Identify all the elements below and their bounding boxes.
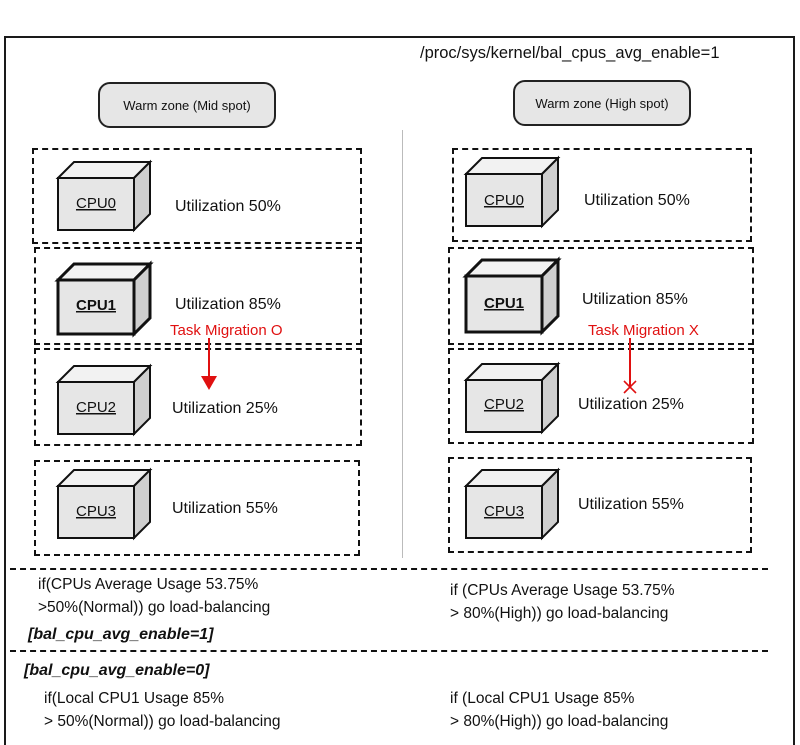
right-cpu1-box [448, 247, 754, 345]
left-avg-condition-line2: >50%(Normal)) go load-balancing [38, 599, 271, 616]
separator-top [10, 568, 768, 570]
right-blocked-migration [623, 338, 637, 394]
left-migration-label: Task Migration O [170, 322, 283, 339]
right-local-condition-line2: > 80%(High)) go load-balancing [450, 713, 669, 730]
right-cpu3-box [448, 457, 752, 553]
left-cpu1-utilization: Utilization 85% [175, 296, 281, 313]
right-cpu1-label: CPU1 [484, 295, 524, 312]
left-cpu1-label: CPU1 [76, 297, 116, 314]
left-cpu2-box [34, 348, 362, 446]
right-cpu2-label: CPU2 [484, 396, 524, 413]
right-migration-label: Task Migration X [588, 322, 699, 339]
right-cpu0-box [452, 148, 752, 242]
right-avg-condition-line1: if (CPUs Average Usage 53.75% [450, 582, 675, 599]
right-cpu3-label: CPU3 [484, 503, 524, 520]
flag-disabled-label: [bal_cpu_avg_enable=0] [24, 662, 210, 679]
left-cpu0-label: CPU0 [76, 195, 116, 212]
flag-enabled-label: [bal_cpu_avg_enable=1] [28, 626, 214, 643]
right-cpu0-chip: CPU0 [463, 155, 561, 229]
left-local-condition-line1: if(Local CPU1 Usage 85% [44, 690, 225, 707]
left-cpu3-label: CPU3 [76, 503, 116, 520]
left-cpu0-utilization: Utilization 50% [175, 198, 281, 215]
right-cpu0-label: CPU0 [484, 192, 524, 209]
right-cpu2-utilization: Utilization 25% [578, 396, 684, 413]
separator-mid [10, 650, 768, 652]
left-cpu3-utilization: Utilization 55% [172, 500, 278, 517]
left-cpu1-box [34, 247, 362, 345]
left-cpu3-box [34, 460, 360, 556]
left-cpu0-chip: CPU0 [55, 159, 153, 233]
right-cpu1-chip: CPU1 [462, 256, 562, 336]
left-migration-arrow [201, 338, 217, 390]
right-cpu0-utilization: Utilization 50% [584, 192, 690, 209]
left-cpu0-box [32, 148, 362, 244]
right-cpu3-utilization: Utilization 55% [578, 496, 684, 513]
left-cpu1-chip: CPU1 [54, 260, 154, 338]
right-cpu2-chip: CPU2 [463, 361, 561, 435]
left-local-condition-line2: > 50%(Normal)) go load-balancing [44, 713, 281, 730]
right-local-condition-line1: if (Local CPU1 Usage 85% [450, 690, 635, 707]
right-cpu2-box [448, 348, 754, 444]
center-divider [402, 130, 403, 558]
left-cpu2-utilization: Utilization 25% [172, 400, 278, 417]
right-avg-condition-line2: > 80%(High)) go load-balancing [450, 605, 669, 622]
right-cpu1-utilization: Utilization 85% [582, 291, 688, 308]
right-zone-label: Warm zone (High spot) [513, 80, 691, 126]
right-cpu3-chip: CPU3 [463, 467, 561, 541]
diagram-frame [4, 36, 795, 745]
left-cpu2-label: CPU2 [76, 399, 116, 416]
config-path: /proc/sys/kernel/bal_cpus_avg_enable=1 [420, 44, 720, 62]
left-avg-condition-line1: if(CPUs Average Usage 53.75% [38, 576, 259, 593]
left-cpu3-chip: CPU3 [55, 467, 153, 541]
left-zone-label: Warm zone (Mid spot) [98, 82, 276, 128]
left-cpu2-chip: CPU2 [55, 363, 153, 437]
